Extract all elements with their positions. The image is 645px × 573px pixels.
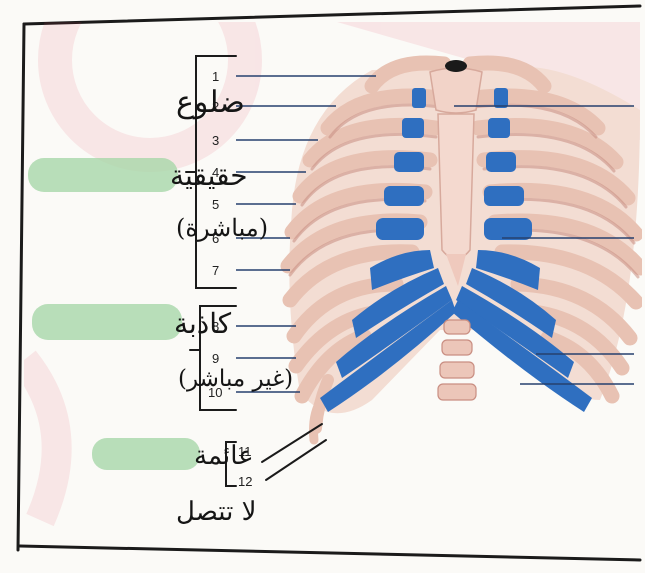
floating-ribs-label: عائمة	[194, 441, 254, 471]
vertebrae	[438, 320, 476, 400]
rib-number-12: 12	[238, 474, 252, 489]
rib-number-5: 5	[212, 197, 219, 212]
rib-number-7: 7	[212, 263, 219, 278]
highlight-false	[32, 304, 182, 340]
false-ribs-label: كاذبة	[174, 307, 232, 340]
rib-number-9: 9	[212, 351, 219, 366]
true-ribs-note: (مباشرة)	[176, 214, 268, 242]
false-ribs-note: (غير مباشر)	[178, 366, 293, 392]
floating-ribs-note: لا تتصل	[176, 497, 256, 527]
floating-rib-12-stroke	[266, 440, 326, 480]
highlight-floating	[92, 438, 200, 470]
highlight-true	[28, 158, 178, 192]
rib-number-1: 1	[212, 69, 219, 84]
ribs-heading: ضلوع	[176, 85, 245, 120]
true-ribs-label: حقيقية	[170, 159, 248, 192]
rib-number-3: 3	[212, 133, 219, 148]
rib-cage-illustration	[288, 60, 640, 440]
